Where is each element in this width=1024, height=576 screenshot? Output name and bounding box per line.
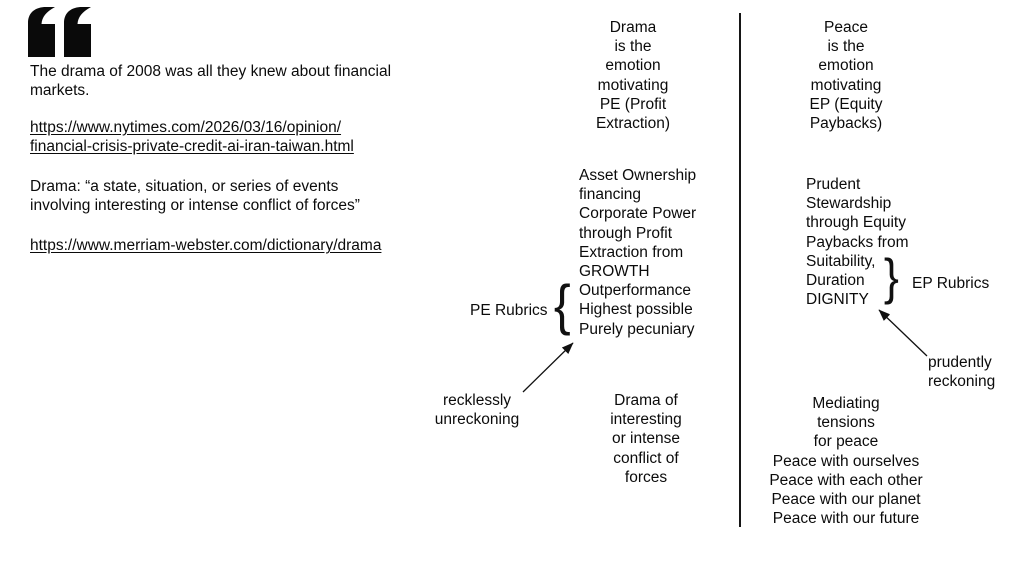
prudently-reckoning-label: prudently reckoning	[928, 354, 996, 391]
open-double-quote-icon	[28, 7, 91, 57]
pe-description-block: Asset Ownership financing Corporate Powe…	[579, 167, 697, 338]
peace-column-header: Peace is the emotion motivating EP (Equi…	[809, 19, 883, 133]
peace-column-footer: Mediating tensions for peace Peace with …	[769, 395, 923, 528]
pe-rubrics-label: PE Rubrics	[470, 302, 548, 319]
ep-description-block: Prudent Stewardship through Equity Payba…	[806, 176, 909, 309]
drama-column-header: Drama is the emotion motivating PE (Prof…	[595, 19, 671, 133]
merriam-webster-link[interactable]: https://www.merriam-webster.com/dictiona…	[30, 237, 382, 254]
recklessly-unreckoning-label: recklessly unreckoning	[434, 392, 520, 429]
arrow-prudently-to-dignity-icon	[878, 309, 928, 357]
nytimes-link[interactable]: https://www.nytimes.com/2026/03/16/opini…	[30, 119, 354, 156]
ep-rubrics-label: EP Rubrics	[912, 275, 990, 292]
drama-column-footer: Drama of interesting or intense conflict…	[610, 392, 682, 486]
arrow-recklessly-to-pe-rubrics-icon	[522, 342, 574, 393]
quote-text: The drama of 2008 was all they knew abou…	[30, 63, 392, 100]
left-curly-brace-icon: {	[553, 273, 571, 336]
column-divider-line	[739, 13, 741, 527]
drama-definition: Drama: “a state, situation, or series of…	[30, 178, 360, 215]
right-curly-brace-icon: }	[883, 249, 899, 305]
